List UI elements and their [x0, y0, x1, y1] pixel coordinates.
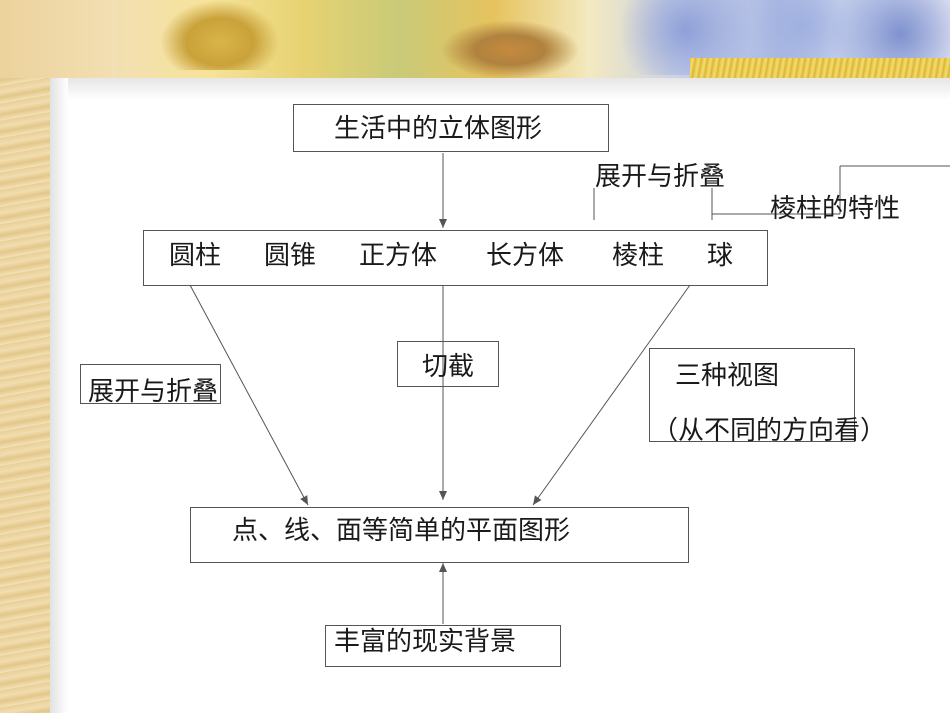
shapes-box [143, 230, 768, 286]
shape-prism: 棱柱 [612, 241, 665, 271]
source-node-label: 丰富的现实背景 [334, 627, 517, 657]
leaf-decoration [440, 20, 580, 80]
source-node-box [325, 625, 561, 667]
shape-sphere: 球 [707, 241, 734, 271]
left-edge-label: 展开与折叠 [88, 377, 219, 407]
top-node-label: 生活中的立体图形 [334, 114, 543, 144]
unfold-fold-label-top: 展开与折叠 [595, 162, 726, 192]
top-node-box [293, 104, 609, 152]
left-texture-border [0, 0, 50, 713]
arrow-left-diagonal [189, 284, 309, 506]
leaf-decoration [160, 0, 280, 70]
border-shadow [50, 78, 68, 713]
prism-property-label: 棱柱的特性 [770, 194, 901, 224]
banner-shadow [50, 78, 950, 100]
right-edge-label-line2: （从不同的方向看） [652, 416, 887, 446]
arrow-right-diagonal [532, 284, 691, 506]
middle-edge-label: 切截 [422, 352, 475, 382]
left-edge-box [80, 364, 221, 404]
right-edge-label-line1: 三种视图 [675, 361, 780, 391]
middle-edge-box [397, 341, 499, 387]
right-edge-box [649, 348, 855, 442]
shape-cube: 正方体 [359, 241, 438, 271]
shape-cylinder: 圆柱 [169, 241, 222, 271]
grass-decoration [690, 58, 950, 78]
bottom-node-box [190, 507, 689, 563]
shape-cuboid: 长方体 [486, 241, 565, 271]
shape-cone: 圆锥 [264, 241, 317, 271]
bottom-node-label: 点、线、面等简单的平面图形 [232, 516, 571, 546]
